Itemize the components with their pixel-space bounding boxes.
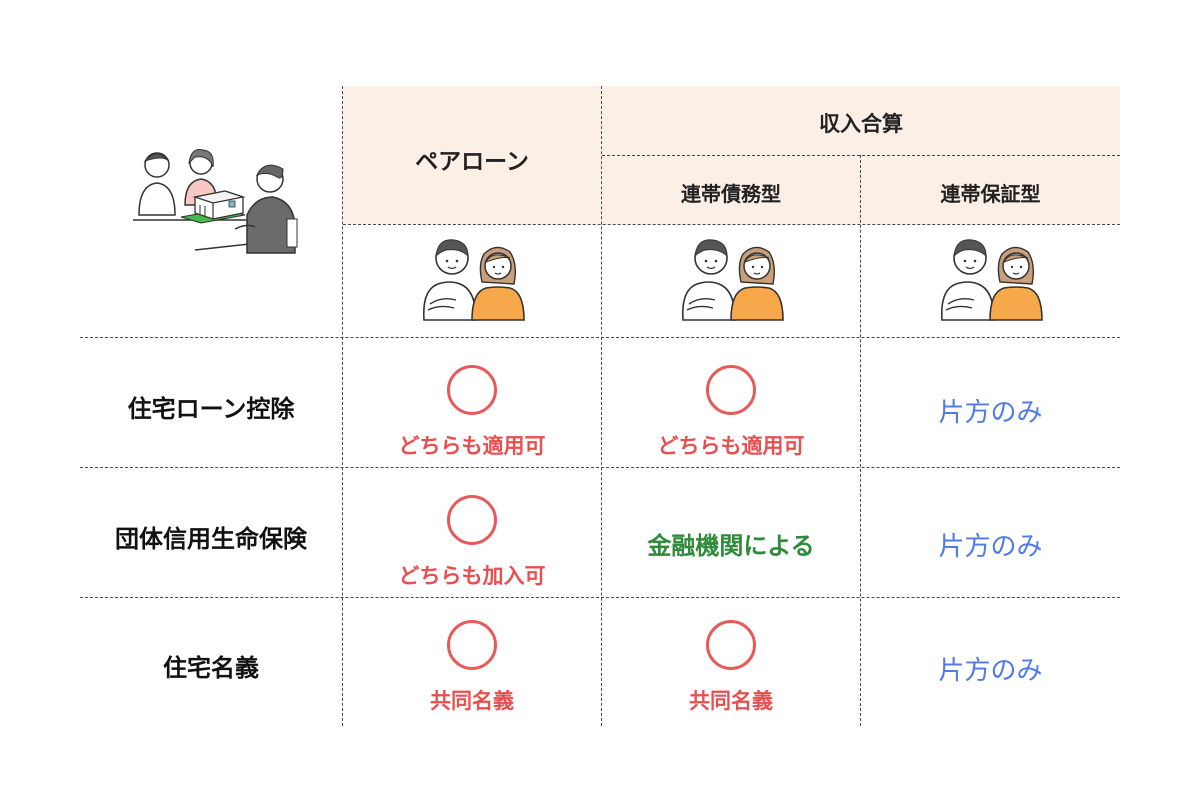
header-pair-loan: ペアローン [415, 149, 529, 175]
grid-line-h-row3 [80, 597, 1120, 598]
consultation-illustration-icon [133, 149, 298, 254]
grid-line-h-header [343, 224, 1120, 225]
circle-mark-icon [447, 495, 497, 545]
grid-line-h-row1 [80, 337, 1120, 338]
circle-mark-icon [447, 365, 497, 415]
note-joint-debt-row3: 共同名義 [689, 689, 773, 713]
row-label-property-ownership: 住宅名義 [163, 654, 259, 682]
header-joint-guarantee: 連帯保証型 [940, 182, 1041, 206]
text-joint-debt-row2: 金融機関による [647, 532, 815, 560]
header-joint-debt: 連帯債務型 [681, 182, 781, 206]
couple-illustration-icon [422, 239, 525, 321]
note-pair-loan-row3: 共同名義 [430, 689, 514, 713]
grid-line-h-sub [602, 155, 1120, 156]
circle-mark-icon [706, 365, 756, 415]
couple-illustration-icon [681, 239, 784, 321]
row-label-mortgage-deduction: 住宅ローン控除 [127, 395, 295, 423]
header-income-combination: 収入合算 [819, 112, 903, 136]
grid-line-v3 [860, 155, 861, 726]
text-joint-guarantee-row2: 片方のみ [938, 532, 1043, 562]
grid-line-v2 [601, 86, 602, 726]
grid-line-v1 [342, 86, 343, 726]
row-label-group-credit-life-insurance: 団体信用生命保険 [115, 525, 307, 553]
text-joint-guarantee-row3: 片方のみ [938, 656, 1043, 686]
note-pair-loan-row2: どちらも加入可 [398, 564, 546, 588]
header-cell-pair-loan [343, 86, 601, 224]
grid-line-h-row2 [80, 467, 1120, 468]
couple-illustration-icon [940, 239, 1043, 321]
text-joint-guarantee-row1: 片方のみ [938, 398, 1043, 428]
note-joint-debt-row1: どちらも適用可 [657, 434, 805, 458]
circle-mark-icon [706, 620, 756, 670]
note-pair-loan-row1: どちらも適用可 [398, 434, 546, 458]
circle-mark-icon [447, 620, 497, 670]
